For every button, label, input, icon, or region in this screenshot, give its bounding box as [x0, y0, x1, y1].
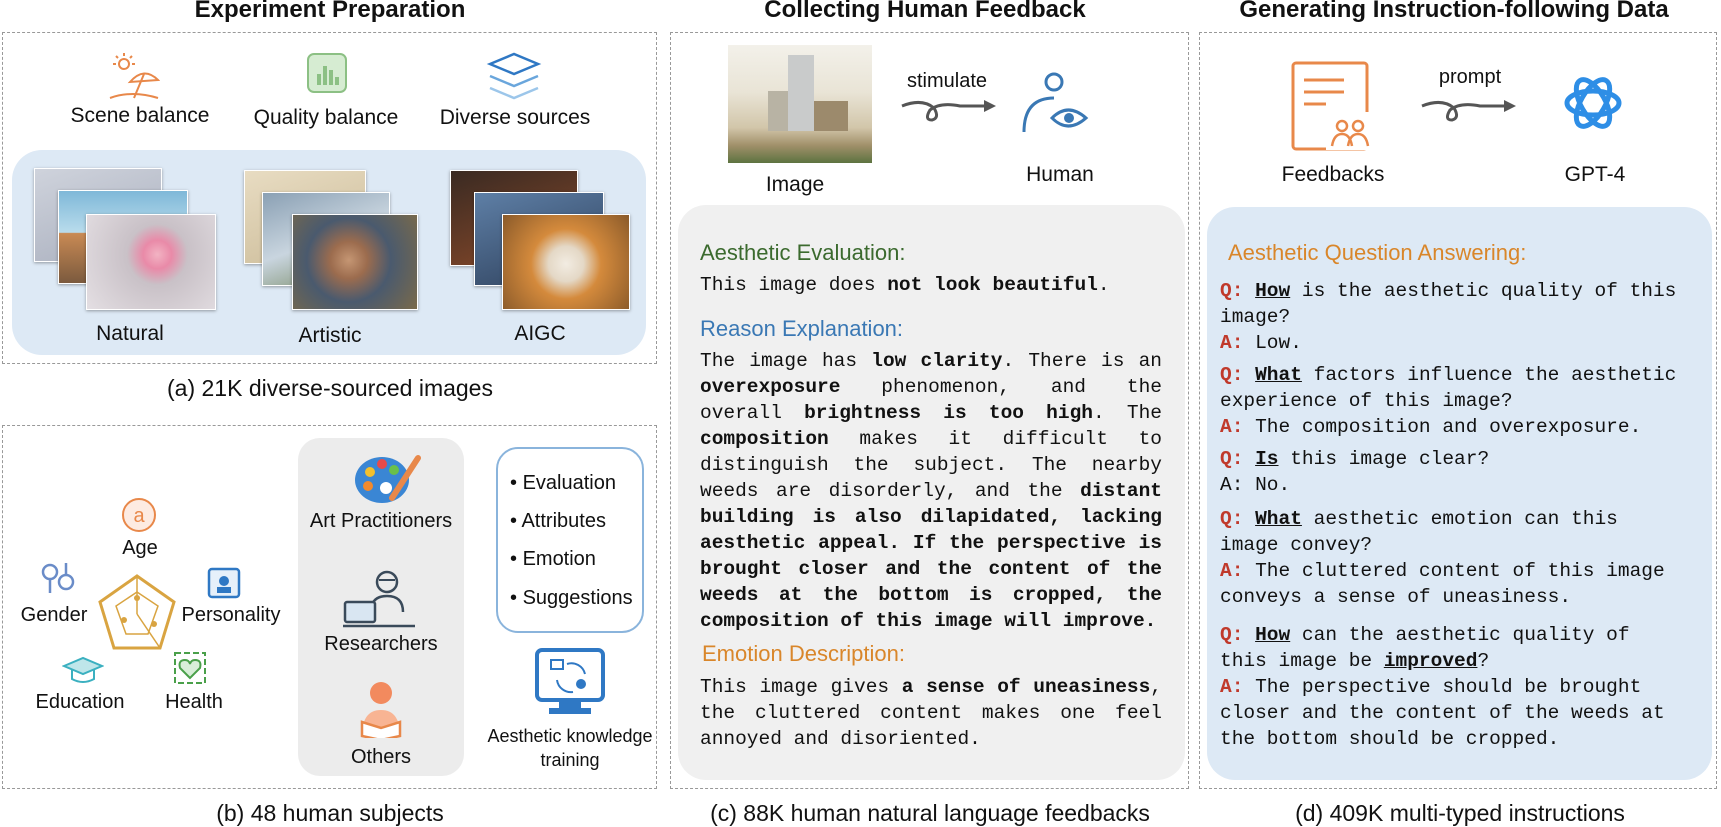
stimulate-arrow-icon	[901, 100, 996, 122]
panel-a-title: Experiment Preparation	[194, 0, 466, 23]
artistic-photo-front	[292, 214, 418, 310]
training-label-line1: Aesthetic knowledge	[487, 726, 653, 746]
feedback-document-icon	[1291, 61, 1372, 151]
panel-c-title: Collecting Human Feedback	[764, 0, 1086, 23]
training-item: • Attributes	[510, 510, 606, 532]
attr-gender: Gender	[20, 604, 88, 626]
attr-health: Health	[165, 691, 223, 713]
personality-icon	[207, 567, 241, 599]
svg-text:a: a	[133, 505, 145, 527]
natural-photo-front	[86, 214, 216, 310]
health-icon	[174, 652, 206, 684]
gpt4-logo-icon	[1564, 77, 1622, 129]
attr-age: Age	[122, 537, 158, 559]
age-icon: a	[122, 498, 156, 532]
qa-item: Q: What factors influence the aesthetic …	[1220, 364, 1677, 438]
group-others: Others	[350, 746, 412, 768]
stimulate-label: stimulate	[906, 70, 988, 92]
researcher-icon	[343, 570, 415, 628]
qa-heading: Aesthetic Question Answering:	[1228, 240, 1527, 265]
eval-text: This image does not look beautiful.	[700, 274, 1110, 296]
reason-heading: Reason Explanation:	[700, 316, 904, 341]
group-researchers: Researchers	[324, 633, 438, 655]
monitor-training-icon	[535, 648, 605, 714]
feature-scene-balance: Scene balance	[70, 104, 210, 127]
panel-c-caption: (c) 88K human natural language feedbacks	[710, 800, 1150, 826]
graduation-cap-icon	[62, 656, 104, 683]
qa-item: Q: How is the aesthetic quality of this …	[1220, 280, 1677, 354]
qa-item: Q: How can the aesthetic quality of this…	[1220, 624, 1665, 750]
panel-d-title: Generating Instruction-following Data	[1239, 0, 1669, 23]
panel-b-box	[2, 425, 657, 789]
training-item: • Suggestions	[510, 587, 633, 609]
panel-c-box	[670, 32, 1189, 789]
human-label: Human	[1026, 163, 1094, 186]
gpt4-label: GPT-4	[1564, 163, 1626, 186]
emotion-heading: Emotion Description:	[702, 641, 905, 666]
panel-b-caption: (b) 48 human subjects	[216, 800, 444, 826]
training-topics-box	[496, 447, 644, 633]
beach-umbrella-icon	[109, 53, 160, 99]
attr-education: Education	[35, 691, 125, 713]
panel-a-box	[2, 32, 657, 364]
prompt-label: prompt	[1438, 66, 1502, 88]
training-label-line2: training	[540, 750, 600, 770]
attr-personality: Personality	[181, 604, 281, 626]
gender-icon	[41, 563, 75, 593]
feature-quality-balance: Quality balance	[253, 106, 399, 129]
training-item: • Emotion	[510, 548, 596, 570]
prompt-arrow-icon	[1421, 100, 1516, 122]
layers-icon	[486, 52, 542, 100]
feedbacks-label: Feedbacks	[1281, 163, 1385, 186]
bar-chart-icon	[307, 53, 347, 93]
group-art-practitioners: Art Practitioners	[309, 510, 453, 532]
qa-item: Q: What aesthetic emotion can this image…	[1220, 508, 1665, 608]
source-artistic: Artistic	[298, 324, 362, 347]
qa-item: Q: Is this image clear? A: No.	[1220, 448, 1490, 496]
palette-icon	[355, 455, 421, 503]
qa-panel	[1207, 207, 1712, 780]
aigc-photo-front	[502, 214, 630, 310]
reason-text: The image has low clarity. There is an o…	[700, 350, 1162, 632]
source-natural: Natural	[96, 322, 164, 345]
human-eye-icon	[1022, 72, 1089, 133]
eval-heading: Aesthetic Evaluation:	[700, 240, 906, 265]
image-label: Image	[765, 173, 825, 196]
reader-icon	[360, 682, 402, 738]
feedback-panel	[678, 205, 1185, 780]
emotion-text: This image gives a sense of uneasiness, …	[700, 676, 1162, 750]
panel-d-caption: (d) 409K multi-typed instructions	[1295, 800, 1625, 826]
panel-d-box	[1199, 32, 1717, 789]
radar-chart-icon	[98, 574, 176, 650]
training-item: • Evaluation	[510, 472, 616, 494]
feature-diverse-sources: Diverse sources	[439, 106, 591, 129]
stimulus-painting	[728, 45, 872, 163]
source-aigc: AIGC	[514, 322, 566, 345]
panel-a-caption: (a) 21K diverse-sourced images	[167, 375, 493, 401]
